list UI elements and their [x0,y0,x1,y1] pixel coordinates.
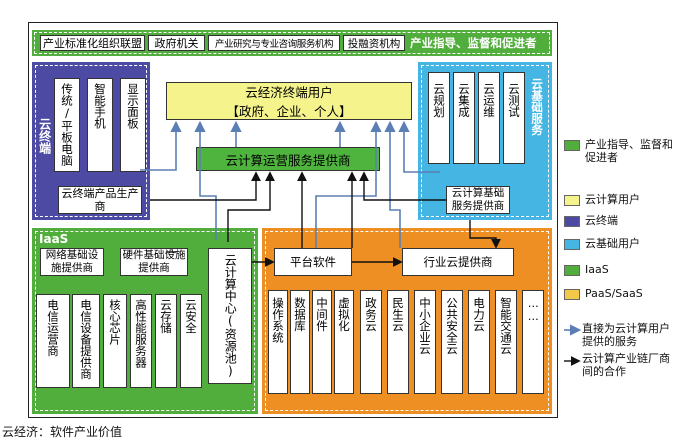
terminal-label: 云终端 [37,118,52,154]
legend-swatch-terminal [564,216,580,227]
legend-direct-service: 直接为云计算用户提供的服务 [582,322,670,349]
cloud-computing-center: 云计算中心(资源池) [208,248,252,384]
saas-item-smart-transport-cloud: 智能交通云 [495,290,517,394]
terminal-item-smartphone: 智能手机 [87,78,113,172]
end-users-title: 云经济终端用户 [245,85,333,100]
basic-item-planning: 云规划 [428,72,450,164]
legend-swatch-paas-saas [564,289,580,300]
saas-item-power-cloud: 电力云 [468,290,490,394]
legend-iaas: IaaS [564,263,609,276]
saas-item-public-security-cloud: 公共安全云 [441,290,463,394]
caption: 云经济：软件产业价值 [2,425,123,439]
network-infrastructure-provider: 网络基础设施提供商 [40,248,104,276]
top-item-standards-alliance: 产业标准化组织联盟 [40,35,145,51]
legend-guidance: 产业指导、监督和促进者 [564,138,676,164]
legend-paas-saas: PaaS/SaaS [564,287,643,300]
iaas-label: IaaS [39,232,69,246]
legend-cloud-users: 云计算用户 [564,193,640,206]
saas-item-sme-cloud: 中小企业云 [414,290,436,394]
legend-swatch-cloud-users [564,195,580,206]
iaas-item-core-chip: 核心芯片 [103,294,127,388]
top-bar-label: 产业指导、监督和促进者 [410,36,537,50]
terminal-manufacturer: 云终端产品生产商 [58,186,142,214]
iaas-item-cloud-security: 云安全 [180,294,202,388]
end-users-box: 云经济终端用户 【政府、企业、个人】 [166,82,412,120]
legend-swatch-guidance [564,140,580,151]
basic-services-label: 云基础服务 [530,78,545,136]
terminal-item-pc: 传统/平板电脑 [54,78,80,172]
iaas-item-cloud-storage: 云存储 [155,294,177,388]
legend-basic-users: 云基础用户 [564,237,640,250]
paas-item-database: 数据库 [290,290,310,394]
basic-item-operations: 云运维 [478,72,500,164]
basic-services-section: 云规划 云集成 云运维 云测试 云基础服务 云计算基础服务提供商 [418,62,552,220]
paas-item-os: 操作系统 [268,290,288,394]
iaas-section: IaaS 网络基础设施提供商 硬件基础设施提供商 云计算中心(资源池) 电信运营… [32,228,258,414]
diagram-frame [28,22,558,418]
basic-item-integration: 云集成 [453,72,475,164]
legend-swatch-basic-users [564,239,580,250]
end-users-types: 【政府、企业、个人】 [226,104,352,119]
guidance-bar: 产业标准化组织联盟 政府机关 产业研究与专业咨询服务机构 投融资机构 产业指导、… [32,30,552,56]
hardware-infrastructure-provider: 硬件基础设施提供商 [120,248,188,276]
terminal-item-display-panel: 显示面板 [120,78,146,172]
top-item-consulting: 产业研究与专业咨询服务机构 [208,35,340,51]
saas-item-more: …… [522,290,544,394]
paas-item-virtualization: 虚拟化 [334,290,354,394]
legend-swatch-iaas [564,265,580,276]
paas-item-middleware: 中间件 [312,290,332,394]
top-item-investment: 投融资机构 [343,35,405,51]
basic-services-provider: 云计算基础服务提供商 [446,186,510,214]
basic-item-testing: 云测试 [503,72,525,164]
legend-terminal: 云终端 [564,214,618,227]
paas-saas-section: 平台软件 行业云提供商 操作系统 数据库 中间件 虚拟化 政务云 民生云 中小企… [262,228,552,414]
top-item-government: 政府机关 [148,35,205,51]
operator-box: 云计算运营服务提供商 [196,147,380,171]
saas-item-livelihood-cloud: 民生云 [387,290,409,394]
industry-cloud-provider-box: 行业云提供商 [402,248,514,276]
platform-software-box: 平台软件 [274,248,352,276]
iaas-item-telecom-equipment: 电信设备提供商 [72,294,100,388]
iaas-item-telecom-operator: 电信运营商 [36,294,70,388]
terminal-section: 云终端 传统/平板电脑 智能手机 显示面板 云终端产品生产商 [32,62,150,220]
saas-item-government-cloud: 政务云 [360,290,382,394]
iaas-item-high-performance-server: 高性能服务器 [130,294,152,388]
legend-cooperation: 云计算产业链厂商间的合作 [582,352,670,379]
